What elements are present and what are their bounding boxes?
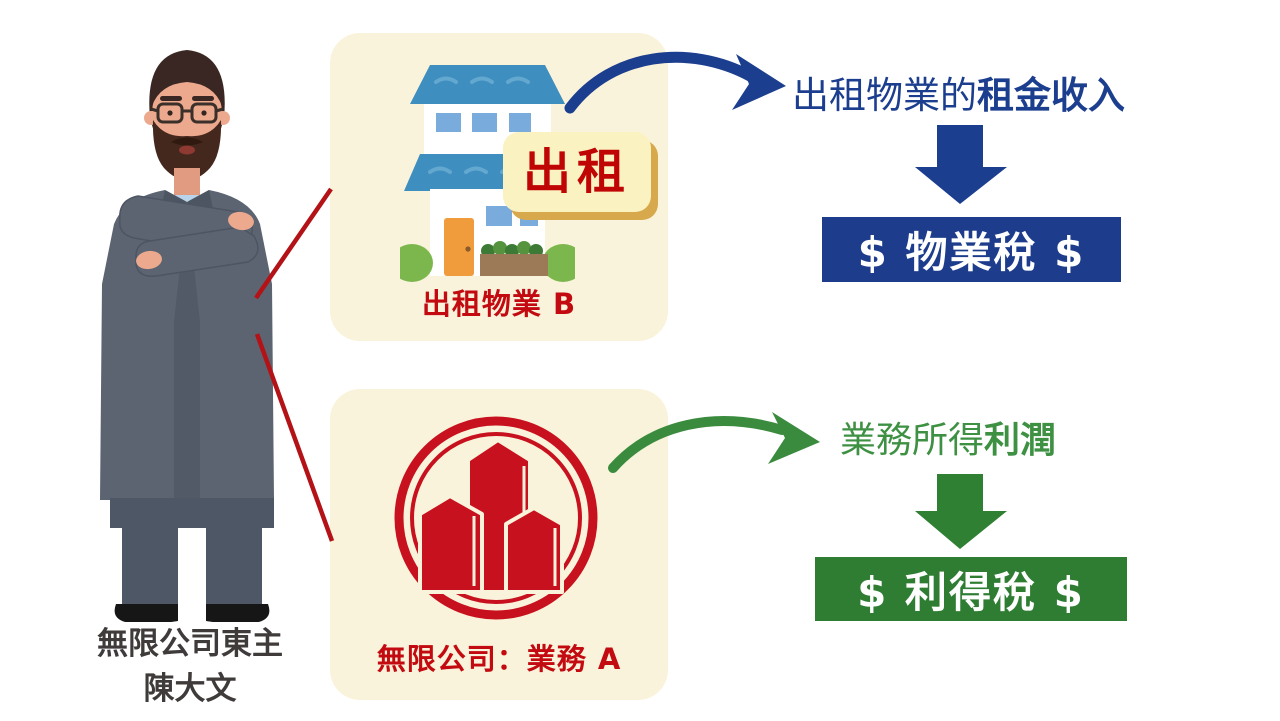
- rental-income-text: 出租物業的租金收入: [792, 74, 1125, 117]
- owner-title: 無限公司東主: [97, 626, 283, 662]
- rental-income-prefix: 出租物業的: [792, 74, 977, 117]
- property-tax-down-arrow-icon: [915, 125, 1007, 204]
- business-profit-text: 業務所得利潤: [840, 421, 1056, 461]
- property-tax-label: $ 物業稅 $: [857, 228, 1086, 277]
- business-profit-prefix: 業務所得: [840, 420, 985, 461]
- property-tax-banner: $ 物業稅 $: [822, 217, 1121, 282]
- for-rent-tag: 出租: [503, 132, 651, 212]
- rental-income-curved-arrow-icon: [564, 51, 786, 114]
- rental-income-emphasis: 租金收入: [977, 74, 1125, 117]
- rental-property-caption: 出租物業 B: [421, 287, 577, 321]
- for-rent-tag-label: 出租: [522, 144, 631, 200]
- company-caption: 無限公司：業務 A: [376, 642, 622, 676]
- crossed-arms: [119, 195, 259, 277]
- business-owner-illustration: [100, 50, 274, 622]
- glasses-icon: [150, 102, 224, 124]
- business-profit-emphasis: 利潤: [984, 420, 1057, 461]
- profits-tax-label: $ 利得稅 $: [857, 567, 1085, 617]
- buildings-emblem-icon: [394, 416, 598, 620]
- profits-tax-down-arrow-icon: [915, 474, 1007, 549]
- profits-tax-banner: $ 利得稅 $: [815, 557, 1127, 621]
- owner-personal-name: 陳大文: [143, 670, 237, 707]
- business-profit-curved-arrow-icon: [608, 412, 820, 473]
- ownership-connector-lines: [254, 187, 335, 542]
- owner-name-label: 無限公司東主 陳大文: [60, 622, 320, 712]
